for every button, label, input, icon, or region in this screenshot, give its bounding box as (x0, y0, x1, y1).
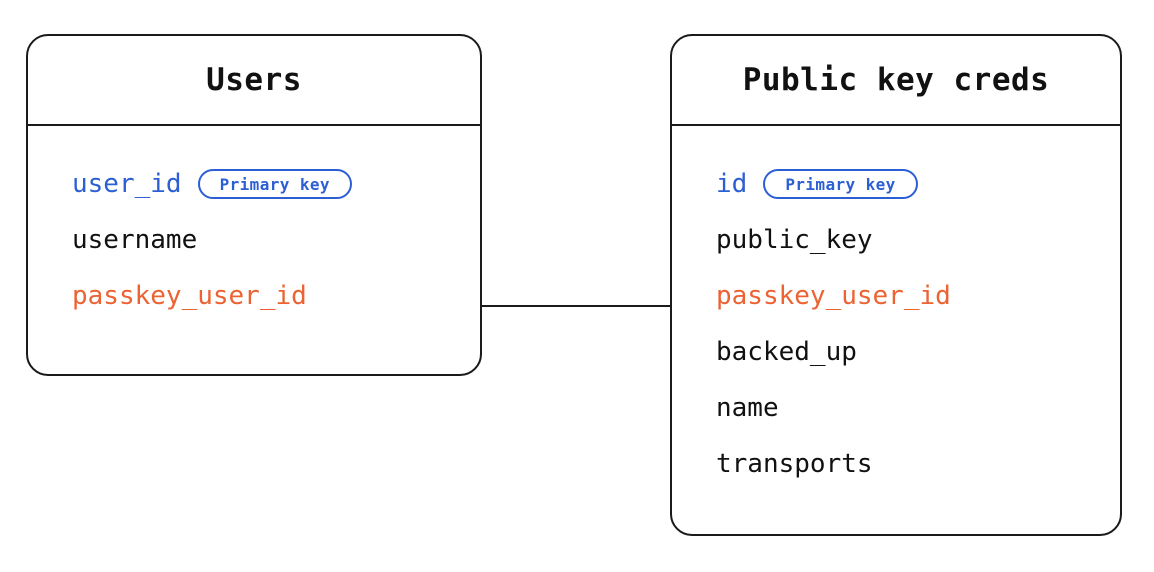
primary-key-badge: Primary key (763, 169, 918, 199)
field-row-transports[interactable]: transports (716, 436, 1120, 492)
entity-users-header: Users (28, 36, 480, 126)
field-row-id[interactable]: id Primary key (716, 156, 1120, 212)
relationship-connector-users-to-public-key-creds (481, 305, 670, 307)
field-row-public-key[interactable]: public_key (716, 212, 1120, 268)
entity-public-key-creds-header: Public key creds (672, 36, 1120, 126)
entity-public-key-creds-title: Public key creds (742, 62, 1050, 98)
field-label-user-id: user_id (72, 169, 182, 199)
field-label-public-key: public_key (716, 225, 873, 255)
field-row-backed-up[interactable]: backed_up (716, 324, 1120, 380)
field-label-passkey-user-id: passkey_user_id (716, 281, 951, 311)
field-row-passkey-user-id[interactable]: passkey_user_id (72, 268, 480, 324)
entity-users-fields: user_id Primary key username passkey_use… (28, 126, 480, 352)
field-label-id: id (716, 169, 748, 199)
field-label-name: name (716, 393, 779, 423)
field-row-passkey-user-id[interactable]: passkey_user_id (716, 268, 1120, 324)
field-row-name[interactable]: name (716, 380, 1120, 436)
field-label-backed-up: backed_up (716, 337, 857, 367)
entity-users[interactable]: Users user_id Primary key username passk… (26, 34, 482, 376)
field-label-username: username (72, 225, 198, 255)
field-row-user-id[interactable]: user_id Primary key (72, 156, 480, 212)
primary-key-badge: Primary key (197, 169, 352, 199)
entity-public-key-creds[interactable]: Public key creds id Primary key public_k… (670, 34, 1122, 536)
field-label-transports: transports (716, 449, 873, 479)
entity-users-title: Users (206, 62, 302, 98)
entity-public-key-creds-fields: id Primary key public_key passkey_user_i… (672, 126, 1120, 520)
field-row-username[interactable]: username (72, 212, 480, 268)
field-label-passkey-user-id: passkey_user_id (72, 281, 307, 311)
